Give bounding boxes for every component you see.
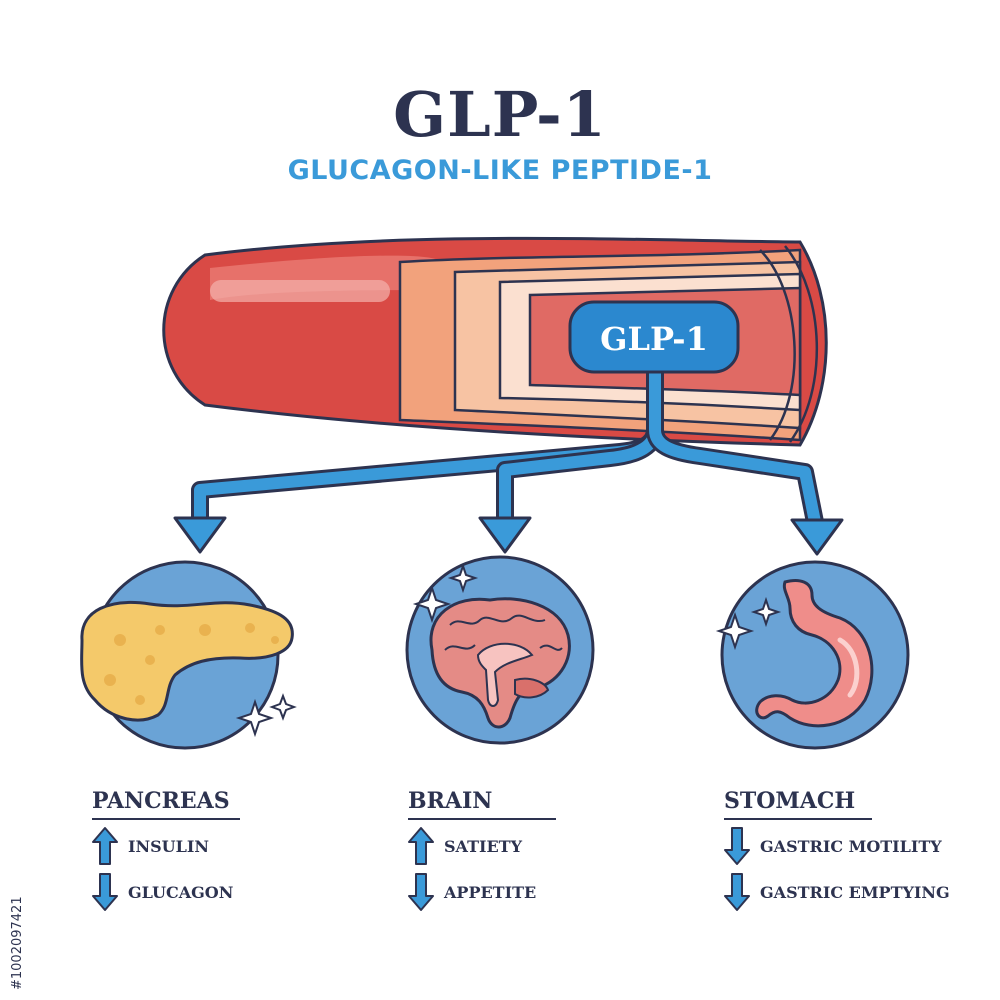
effect-gastric-motility: GASTRIC MOTILITY xyxy=(724,826,942,866)
branch-arrows xyxy=(173,370,844,556)
arrow-up-icon xyxy=(408,827,434,865)
effect-label: APPETITE xyxy=(444,882,537,902)
effect-insulin: INSULIN xyxy=(92,826,209,866)
brain-illustration xyxy=(405,555,595,745)
effect-satiety: SATIETY xyxy=(408,826,522,866)
arrow-down-icon xyxy=(408,873,434,911)
arrow-down-icon xyxy=(92,873,118,911)
effect-label: INSULIN xyxy=(128,836,209,856)
effect-label: SATIETY xyxy=(444,836,523,856)
glp1-badge-label: GLP-1 xyxy=(600,320,708,358)
effect-appetite: APPETITE xyxy=(408,872,536,912)
page-title: GLP-1 xyxy=(393,78,607,151)
effect-label: GASTRIC MOTILITY xyxy=(760,836,942,856)
arrow-down-icon xyxy=(724,873,750,911)
arrow-down-icon xyxy=(724,827,750,865)
effect-gastric-emptying: GASTRIC EMPTYING xyxy=(724,872,950,912)
pancreas-illustration xyxy=(80,560,297,750)
effect-label: GLUCAGON xyxy=(128,882,234,902)
glp1-badge: GLP-1 xyxy=(568,300,740,374)
brain-label: BRAIN xyxy=(408,788,556,820)
page-subtitle: GLUCAGON-LIKE PEPTIDE-1 xyxy=(287,155,713,186)
effect-glucagon: GLUCAGON xyxy=(92,872,233,912)
stomach-label: STOMACH xyxy=(724,788,872,820)
stomach-illustration xyxy=(715,560,910,750)
pancreas-label: PANCREAS xyxy=(92,788,240,820)
arrow-up-icon xyxy=(92,827,118,865)
effect-label: GASTRIC EMPTYING xyxy=(760,882,950,902)
side-id-text: #1002097421 xyxy=(10,896,25,990)
